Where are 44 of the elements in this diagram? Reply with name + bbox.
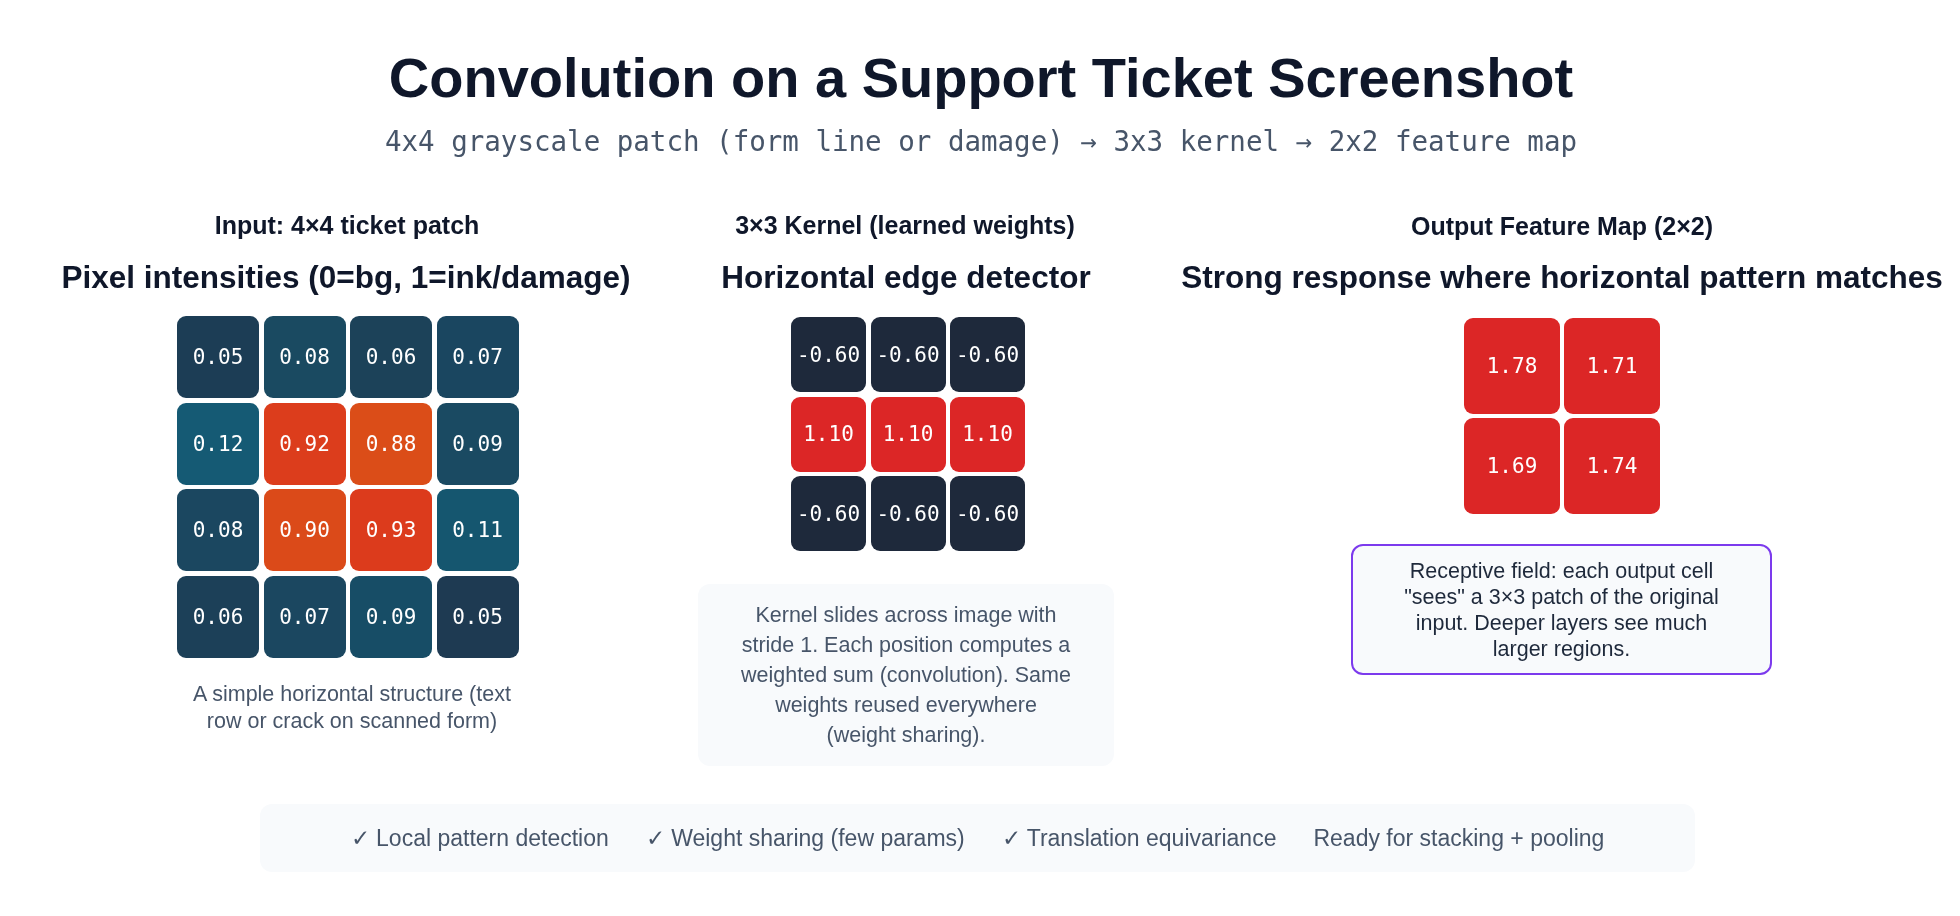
feature-value-tile: 1.78 bbox=[1464, 318, 1560, 414]
pixel-value-tile: 0.08 bbox=[263, 316, 346, 398]
diagram-title: Convolution on a Support Ticket Screenshot bbox=[388, 46, 1574, 110]
column-subheading: Pixel intensities (0=bg, 1=ink/damage) bbox=[61, 258, 631, 296]
pixel-value-tile: 0.06 bbox=[350, 316, 432, 398]
kernel-weight-tile: 1.10 bbox=[791, 396, 866, 472]
kernel-weight-tile: -0.60 bbox=[870, 476, 946, 551]
column-heading: Input: 4×4 ticket patch bbox=[214, 210, 480, 240]
callout-panel: Receptive field: each output cell "sees" a 3×3 patch of the original input. Deeper layers see much larger regions. bbox=[1351, 544, 1772, 675]
feature-value-tile: 1.71 bbox=[1564, 318, 1660, 414]
pixel-value-tile: 0.11 bbox=[436, 489, 519, 571]
summary-item: ✓ Local pattern detection bbox=[350, 824, 609, 853]
pixel-value-tile: 0.90 bbox=[263, 489, 346, 571]
column-subheading: Horizontal edge detector bbox=[721, 258, 1091, 296]
column-heading: Output Feature Map (2×2) bbox=[1410, 211, 1714, 241]
feature-value-tile: 1.69 bbox=[1464, 418, 1560, 514]
pixel-value-tile: 0.09 bbox=[350, 575, 432, 658]
summary-item: Ready for stacking + pooling bbox=[1313, 824, 1605, 853]
pixel-value-tile: 0.12 bbox=[177, 402, 259, 485]
feature-value-tile: 1.74 bbox=[1564, 418, 1660, 514]
pixel-value-tile: 0.88 bbox=[350, 402, 432, 485]
diagram-subtitle: 4x4 grayscale patch (form line or damage) → 3x3 kernel → 2x2 feature map bbox=[384, 124, 1578, 158]
pixel-value-tile: 0.07 bbox=[436, 316, 519, 398]
kernel-weight-tile: -0.60 bbox=[870, 317, 946, 392]
kernel-weight-tile: -0.60 bbox=[950, 476, 1025, 551]
note-panel: Kernel slides across image with stride 1. Each position computes a weighted sum (convolution). Same weights reused everywhere (weight sharing). bbox=[698, 584, 1114, 766]
pixel-value-tile: 0.08 bbox=[177, 489, 259, 571]
kernel-weight-tile: 1.10 bbox=[870, 396, 946, 472]
pixel-value-tile: 0.09 bbox=[436, 402, 519, 485]
kernel-weight-tile: -0.60 bbox=[950, 317, 1025, 392]
pixel-value-tile: 0.92 bbox=[263, 402, 346, 485]
kernel-weight-tile: -0.60 bbox=[791, 317, 866, 392]
grid-caption: A simple horizontal structure (text row or crack on scanned form) bbox=[192, 681, 512, 735]
column-heading: 3×3 Kernel (learned weights) bbox=[735, 210, 1075, 240]
pixel-value-tile: 0.05 bbox=[177, 316, 259, 398]
pixel-value-tile: 0.05 bbox=[436, 575, 519, 658]
pixel-value-tile: 0.93 bbox=[350, 489, 432, 571]
kernel-weight-tile: -0.60 bbox=[791, 476, 866, 551]
pixel-value-tile: 0.06 bbox=[177, 575, 259, 658]
pixel-value-tile: 0.07 bbox=[263, 575, 346, 658]
summary-item: ✓ Weight sharing (few params) bbox=[645, 824, 965, 853]
kernel-weight-tile: 1.10 bbox=[950, 396, 1025, 472]
summary-item: ✓ Translation equivariance bbox=[1001, 824, 1277, 853]
column-subheading: Strong response where horizontal pattern matches bbox=[1181, 258, 1943, 296]
